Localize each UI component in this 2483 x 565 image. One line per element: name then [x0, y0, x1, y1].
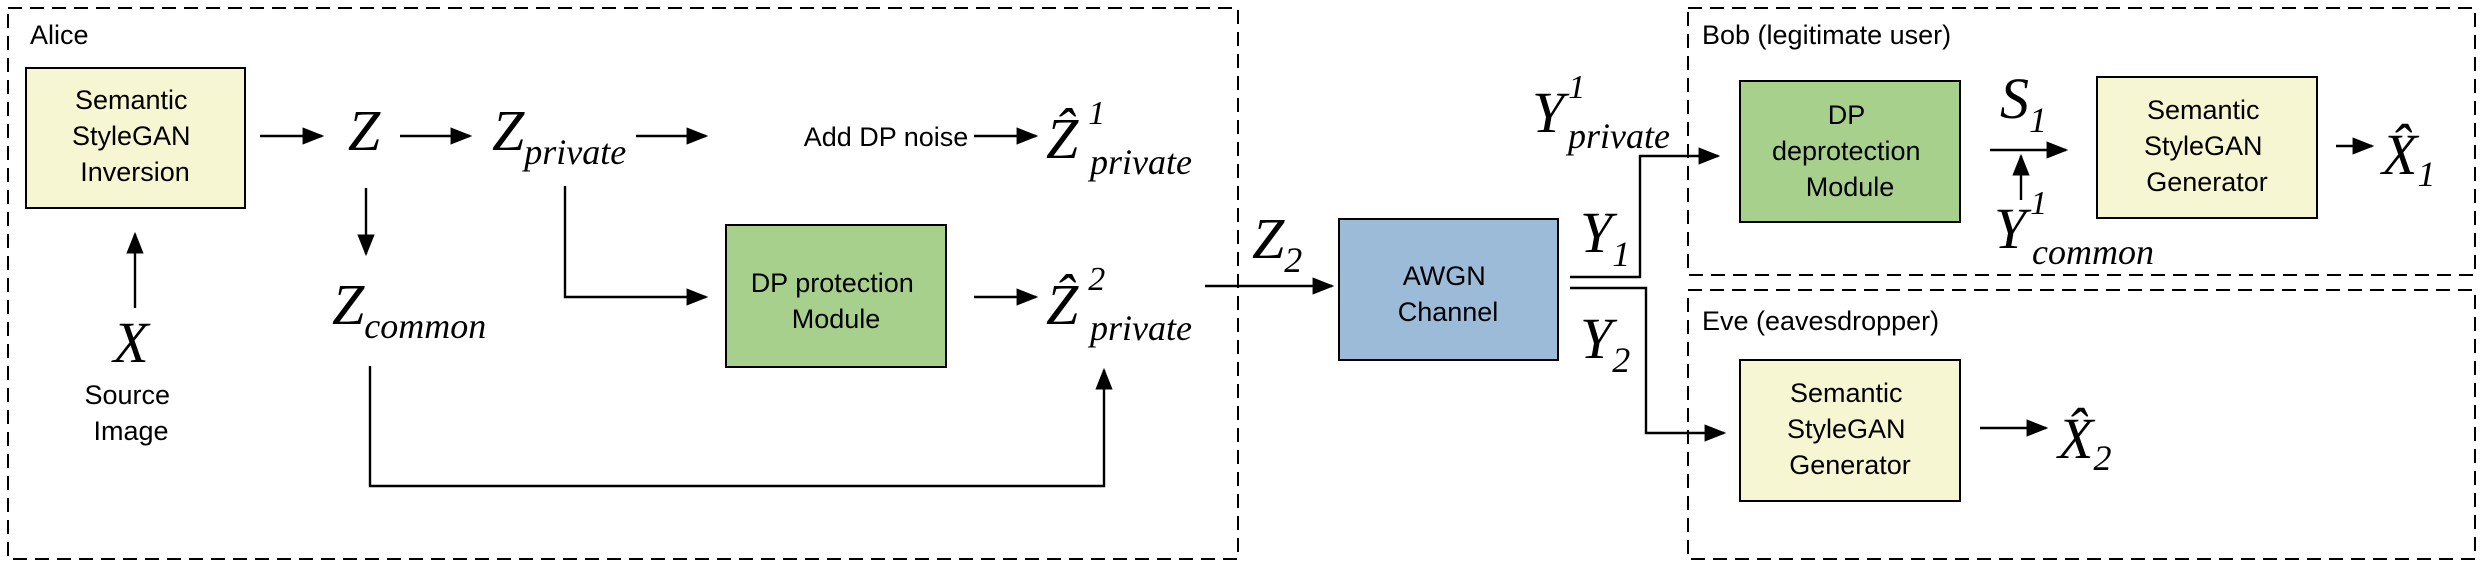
eve-group-label: Eve (eavesdropper) [1702, 306, 1939, 336]
arrow-awgn-to-eve-generator [1570, 286, 1727, 442]
source-image-label: Source Image [84, 380, 177, 446]
alice-group-label: Alice [30, 20, 89, 50]
dp-protection-block [725, 224, 947, 368]
inversion-block-label: Semantic StyleGAN Inversion [72, 85, 198, 187]
arrow-private-to-dp-protection [563, 186, 709, 306]
eve-generator-block-label: Semantic StyleGAN Generator [1787, 378, 1913, 480]
alice-group [7, 7, 1239, 560]
awgn-block-label: AWGN Channel [1398, 261, 1499, 327]
symbol-s1: S1 [2000, 66, 2047, 140]
inversion-block [25, 67, 246, 209]
arrow-common-to-zhat2 [368, 366, 1113, 488]
dp-protection-block-label: DP protection Module [751, 268, 922, 334]
arrow-awgn-to-dp-deprotection [1570, 147, 1721, 279]
symbol-z2: Z2 [1252, 206, 1302, 280]
bob-group-label: Bob (legitimate user) [1702, 20, 1951, 50]
bob-generator-block [2096, 76, 2318, 219]
dp-deprotection-block-label: DP deprotection Module [1772, 100, 1928, 202]
symbol-xhat2: X̂2 [2056, 406, 2111, 478]
symbol-xhat1: X̂1 [2380, 122, 2435, 194]
bob-generator-block-label: Semantic StyleGAN Generator [2144, 95, 2270, 197]
symbol-x: X [111, 310, 151, 375]
dp-deprotection-block [1739, 80, 1961, 223]
awgn-block [1338, 218, 1559, 361]
symbol-y1: Y1 [1580, 200, 1630, 274]
eve-generator-block [1739, 359, 1961, 502]
symbol-z-common: Zcommon [332, 272, 486, 346]
symbol-z: Z [348, 98, 381, 163]
add-dp-noise-label: Add DP noise [804, 122, 969, 152]
symbol-z-private: Zprivate [492, 98, 626, 172]
symbol-y2: Y2 [1580, 306, 1630, 380]
